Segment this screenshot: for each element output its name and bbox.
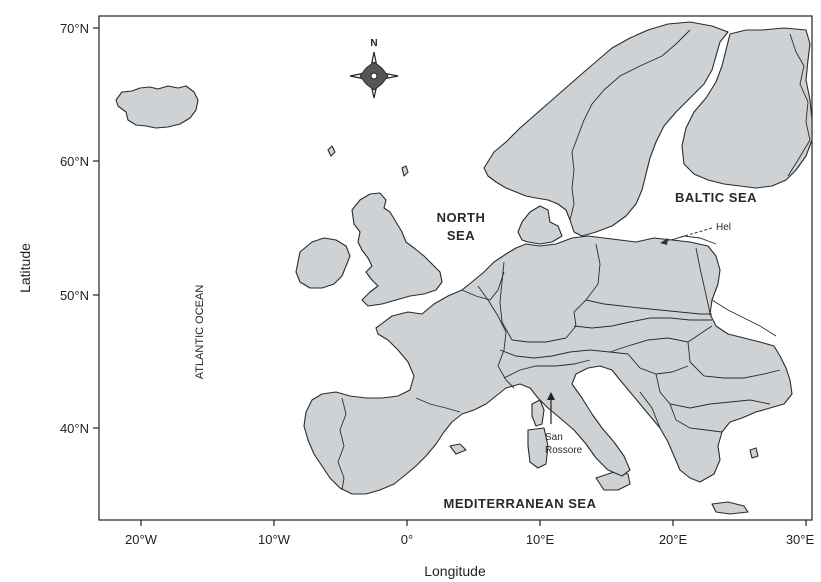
poland-east-border xyxy=(695,247,711,315)
hungary-border xyxy=(609,325,713,353)
site-san-rossore: San Rossore xyxy=(545,392,583,456)
crete xyxy=(711,501,749,515)
x-tick-label: 0° xyxy=(401,532,413,547)
italy-north-border xyxy=(503,359,591,379)
continental-europe xyxy=(303,235,793,495)
san-rossore-label-line2: Rossore xyxy=(545,445,583,456)
france-spain-border xyxy=(415,397,461,413)
site-hel: Hel xyxy=(660,222,731,245)
y-tick-label: 40°N xyxy=(60,421,89,436)
alps-border xyxy=(499,349,629,359)
north-sea-label-line1: NORTH xyxy=(437,210,486,225)
x-tick-label: 30°E xyxy=(786,532,815,547)
mediterranean-sea-label: MEDITERRANEAN SEA xyxy=(444,496,597,511)
san-rossore-label-line1: San xyxy=(545,432,563,443)
hel-label: Hel xyxy=(716,222,731,233)
rhodes xyxy=(749,447,759,459)
x-tick-label: 10°W xyxy=(258,532,291,547)
spain-portugal-border xyxy=(337,397,347,491)
x-axis: 20°W 10°W 0° 10°E 20°E 30°E xyxy=(125,520,814,547)
x-tick-label: 20°E xyxy=(659,532,688,547)
ukraine-border xyxy=(711,299,777,337)
compass-center xyxy=(370,72,378,80)
atlantic-ocean-label: ATLANTIC OCEAN xyxy=(194,285,206,380)
balearic-islands xyxy=(449,443,467,455)
balkans-border-2 xyxy=(655,373,771,409)
germany-west-border xyxy=(499,261,513,341)
great-britain xyxy=(351,192,443,307)
baltic-sea-label: BALTIC SEA xyxy=(675,190,757,205)
y-axis-label: Latitude xyxy=(17,243,33,293)
san-rossore-pointer-arrow xyxy=(547,392,555,400)
finland xyxy=(681,27,813,189)
faroe-islands xyxy=(327,145,336,157)
balkans-border-3 xyxy=(669,403,723,433)
czech-slovak-border xyxy=(573,317,712,329)
hel-pointer-line xyxy=(663,227,713,243)
balkans-border-4 xyxy=(639,391,661,429)
denmark xyxy=(517,205,563,245)
compass-n-label: N xyxy=(370,38,377,49)
hel-pointer-arrow xyxy=(660,238,668,245)
ireland xyxy=(295,237,351,289)
x-tick-label: 20°W xyxy=(125,532,158,547)
romania-border xyxy=(687,341,781,379)
finland-russia-border xyxy=(787,33,811,177)
y-axis: 70°N 60°N 50°N 40°N xyxy=(60,21,99,436)
norway-sweden-border xyxy=(569,29,691,221)
sardinia xyxy=(527,427,549,469)
iceland xyxy=(115,85,199,129)
compass-rose: N xyxy=(349,38,399,99)
y-tick-label: 50°N xyxy=(60,288,89,303)
north-sea-label-line2: SEA xyxy=(447,228,475,243)
x-tick-label: 10°E xyxy=(526,532,555,547)
x-axis-label: Longitude xyxy=(424,563,486,579)
y-tick-label: 70°N xyxy=(60,21,89,36)
shetland xyxy=(401,165,409,177)
germany-south-border xyxy=(511,337,567,343)
y-tick-label: 60°N xyxy=(60,154,89,169)
poland-south-border xyxy=(585,299,712,315)
scandinavia xyxy=(483,21,729,237)
benelux-border xyxy=(461,271,505,301)
